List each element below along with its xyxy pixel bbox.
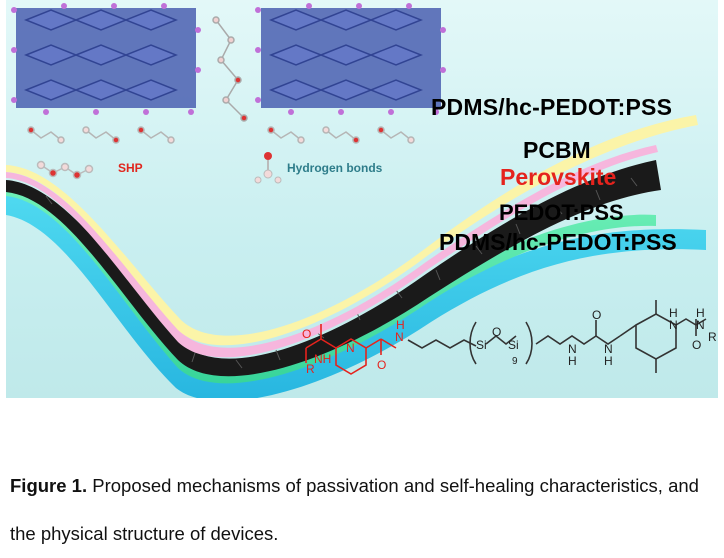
pcbm-label: PCBM bbox=[523, 137, 591, 163]
iodide-ions bbox=[11, 3, 446, 115]
pedot-pss-label: PEDOT:PSS bbox=[499, 200, 624, 225]
mol-atom-n5: N bbox=[669, 318, 678, 332]
mol-atom-n3: N bbox=[568, 342, 577, 356]
figure-panel: O N N H O R NH Si O Si 9 O H N N H H N N… bbox=[6, 0, 718, 398]
chemical-structure bbox=[305, 300, 707, 375]
mol-atom-o4: O bbox=[692, 338, 702, 352]
mol-atom-n6: N bbox=[696, 318, 705, 332]
mol-atom-si1: Si bbox=[476, 338, 487, 352]
mol-atom-h2: H bbox=[568, 354, 577, 368]
mol-atom-h-amide: H bbox=[396, 318, 405, 332]
shp-label: SHP bbox=[118, 161, 143, 175]
mol-atom-h3: H bbox=[604, 354, 613, 368]
perovskite-crystal-right bbox=[261, 8, 441, 108]
mol-atom-n-ring: N bbox=[346, 341, 355, 355]
mol-atom-r1: R bbox=[306, 362, 315, 376]
mol-atom-r2: R bbox=[708, 330, 717, 344]
shp-molecules-row bbox=[27, 126, 415, 144]
mol-atom-o-siloxane: O bbox=[492, 325, 502, 339]
shp-legend-molecule bbox=[36, 160, 94, 180]
bottom-electrode-layer bbox=[6, 195, 706, 398]
hydrogen-bond-legend-molecule bbox=[254, 152, 282, 184]
caption-text: Proposed mechanisms of passivation and s… bbox=[10, 475, 699, 544]
caption-label: Figure 1. bbox=[10, 475, 88, 496]
perovskite-crystal-left bbox=[16, 8, 196, 108]
perovskite-label: Perovskite bbox=[500, 164, 617, 190]
hydrogen-bonds-label: Hydrogen bonds bbox=[287, 161, 383, 175]
shp-molecules-middle bbox=[212, 16, 248, 122]
top-electrode-layer bbox=[6, 115, 698, 346]
mol-atom-si2: Si bbox=[508, 338, 519, 352]
mol-atom-n-amide: N bbox=[395, 330, 404, 344]
mol-atom-o2: O bbox=[377, 358, 387, 372]
mol-atom-h4: H bbox=[669, 306, 678, 320]
device-illustration bbox=[6, 3, 707, 398]
figure-caption: Figure 1. Proposed mechanisms of passiva… bbox=[10, 462, 720, 558]
mol-atom-o3: O bbox=[592, 308, 602, 322]
mol-atom-n4: N bbox=[604, 342, 613, 356]
mol-atom-nh: NH bbox=[314, 352, 332, 366]
mol-repeat-9: 9 bbox=[512, 356, 518, 367]
mol-atom-h5: H bbox=[696, 306, 705, 320]
mol-atom-o1: O bbox=[302, 327, 312, 341]
pcbm-layer bbox=[6, 145, 658, 358]
bottom-electrode-label: PDMS/hc-PEDOT:PSS bbox=[439, 229, 677, 255]
top-electrode-label: PDMS/hc-PEDOT:PSS bbox=[431, 94, 673, 120]
perovskite-layer bbox=[6, 160, 661, 377]
